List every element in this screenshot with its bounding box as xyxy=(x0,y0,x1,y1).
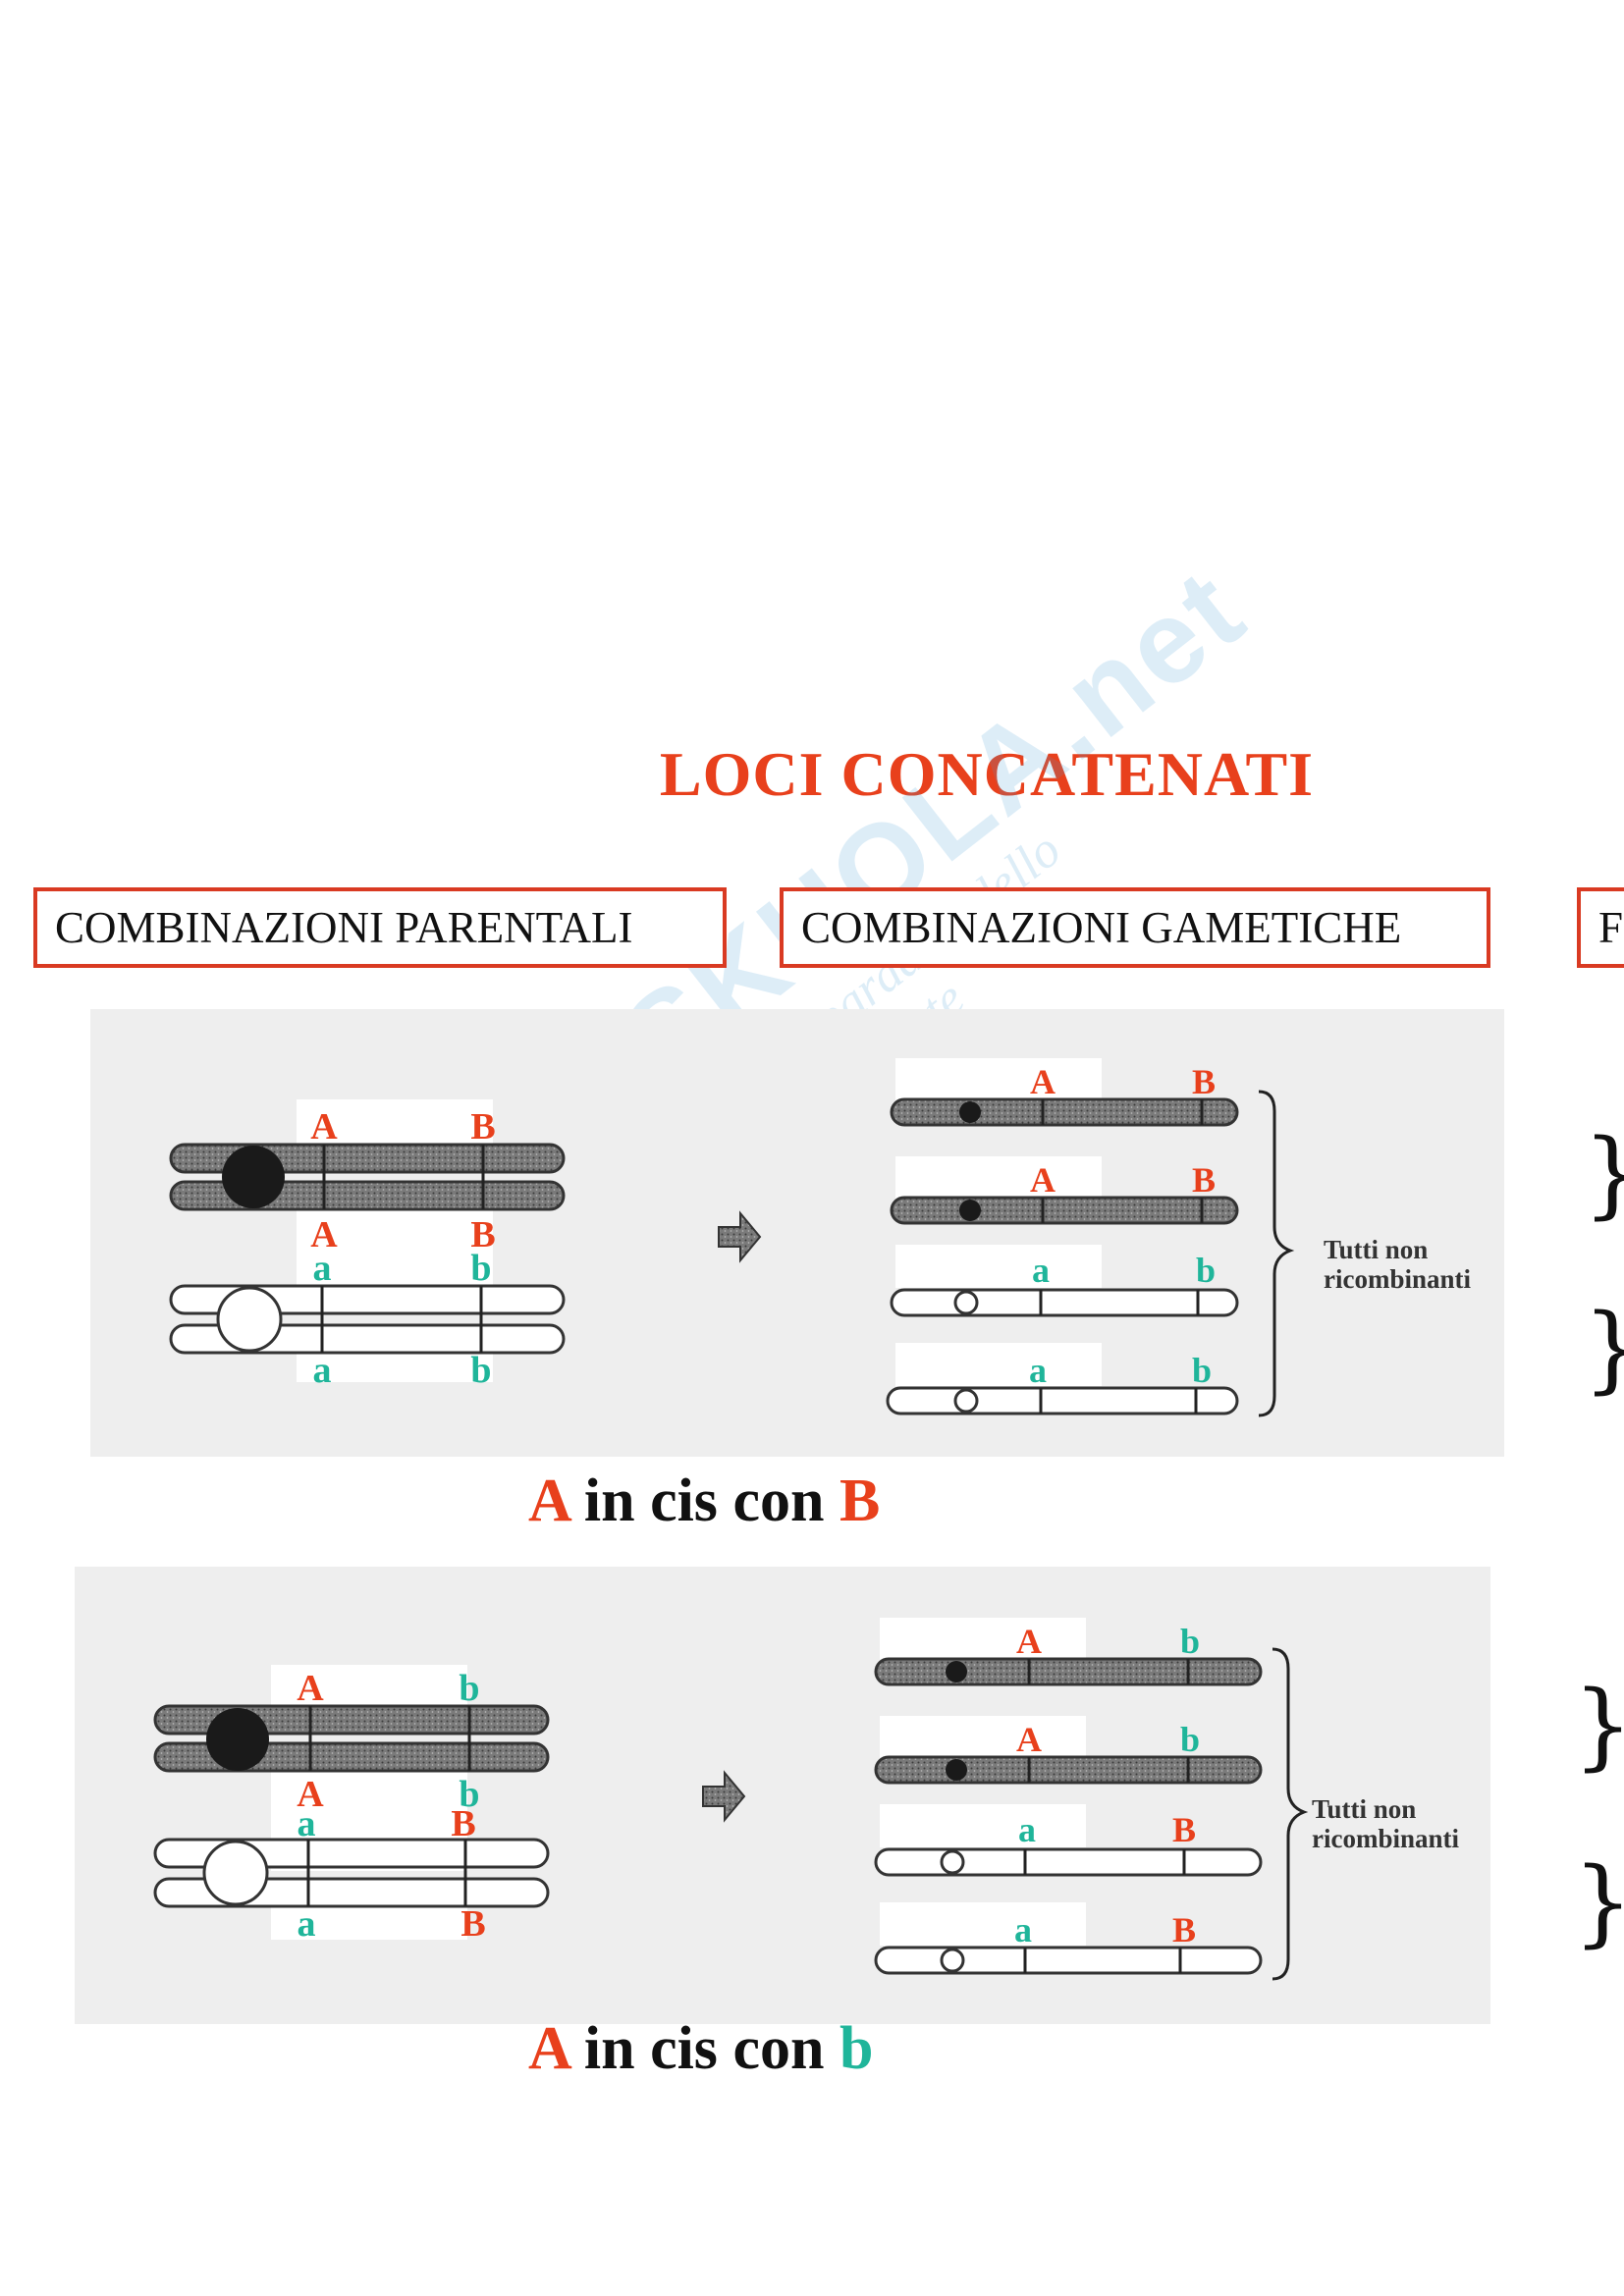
allele-label: A xyxy=(1030,1160,1056,1200)
allele-label: a xyxy=(1029,1351,1047,1390)
brace-icon: } xyxy=(1573,1679,1624,1773)
allele-label: B xyxy=(451,1803,475,1844)
gamete-chromosome-3 xyxy=(874,1847,1263,1877)
gamete-chromosome-1 xyxy=(874,1657,1263,1686)
arrow-icon xyxy=(702,1770,746,1823)
caption-allele: A xyxy=(528,1468,569,1534)
allele-label: b xyxy=(470,1350,491,1391)
allele-label: b xyxy=(459,1668,479,1709)
centromere-light xyxy=(216,1286,283,1353)
gamete-chromosome-4 xyxy=(874,1946,1263,1975)
allele-label: a xyxy=(313,1350,332,1391)
allele-label: a xyxy=(1014,1910,1032,1949)
allele-label: B xyxy=(1192,1160,1216,1200)
chromosome-diagram-1: A B A B a b a b A B A B xyxy=(169,1058,1472,1417)
bracket-icon xyxy=(1272,1647,1309,1981)
allele-label: B xyxy=(1172,1910,1196,1949)
brace-icon: } xyxy=(1573,1855,1624,1949)
gamete-chromosome-3 xyxy=(890,1288,1239,1317)
allele-label: b xyxy=(1192,1351,1212,1390)
brace-icon: } xyxy=(1583,1127,1624,1221)
allele-label: A xyxy=(1016,1720,1042,1759)
note-text: ricombinanti xyxy=(1324,1264,1472,1294)
header-third: F xyxy=(1577,887,1624,968)
allele-label: A xyxy=(1030,1062,1056,1101)
header-gametic: COMBINAZIONI GAMETICHE xyxy=(780,887,1490,968)
allele-label: A xyxy=(310,1106,338,1148)
brace-icon: } xyxy=(1583,1302,1624,1396)
caption-allele: A xyxy=(528,2015,569,2082)
caption-cis-1: A in cis con B xyxy=(528,1467,880,1536)
allele-label: a xyxy=(1032,1251,1050,1290)
allele-label: a xyxy=(313,1248,332,1289)
chromosome-diagram-2: A b A b a B a B A b A b a xyxy=(26,1618,1460,1991)
allele-label: B xyxy=(460,1903,485,1945)
allele-label: B xyxy=(470,1214,495,1255)
page-title: LOCI CONCATENATI xyxy=(659,739,1315,809)
allele-label: B xyxy=(1192,1062,1216,1101)
note-text: ricombinanti xyxy=(1312,1824,1460,1853)
allele-label: b xyxy=(1180,1720,1200,1759)
centromere-light xyxy=(202,1840,269,1906)
caption-allele: b xyxy=(839,2015,874,2082)
note-text: Tutti non xyxy=(1324,1235,1428,1264)
centromere-dark xyxy=(206,1708,269,1771)
caption-text: in cis con xyxy=(568,1468,839,1534)
allele-label: a xyxy=(298,1803,316,1844)
allele-label: b xyxy=(1196,1251,1216,1290)
allele-label: b xyxy=(459,1774,479,1815)
diagram-panel-cis-AB: A B A B a b a b A B A B xyxy=(90,1009,1504,1457)
allele-label: B xyxy=(1172,1810,1196,1849)
allele-label: a xyxy=(1018,1810,1036,1849)
allele-label: A xyxy=(297,1668,324,1709)
allele-label: A xyxy=(310,1214,338,1255)
caption-cis-2: A in cis con b xyxy=(528,2014,873,2084)
allele-label: a xyxy=(298,1903,316,1945)
gamete-chromosome-4 xyxy=(886,1386,1239,1415)
arrow-icon xyxy=(718,1210,762,1263)
caption-allele: B xyxy=(839,1468,881,1534)
allele-label: b xyxy=(1180,1622,1200,1661)
allele-label: b xyxy=(470,1248,491,1289)
centromere-dark xyxy=(222,1146,285,1208)
caption-text: in cis con xyxy=(568,2015,839,2082)
gamete-chromosome-2 xyxy=(874,1755,1263,1785)
header-parental: COMBINAZIONI PARENTALI xyxy=(33,887,727,968)
gamete-chromosome-2 xyxy=(890,1196,1239,1225)
allele-label: A xyxy=(1016,1622,1042,1661)
gamete-chromosome-1 xyxy=(890,1097,1239,1127)
allele-label: A xyxy=(297,1774,324,1815)
allele-label: B xyxy=(470,1106,495,1148)
diagram-panel-cis-Ab: A b A b a B a B A b A b a xyxy=(26,1567,1490,2024)
bracket-icon xyxy=(1258,1090,1295,1417)
note-text: Tutti non xyxy=(1312,1794,1416,1824)
